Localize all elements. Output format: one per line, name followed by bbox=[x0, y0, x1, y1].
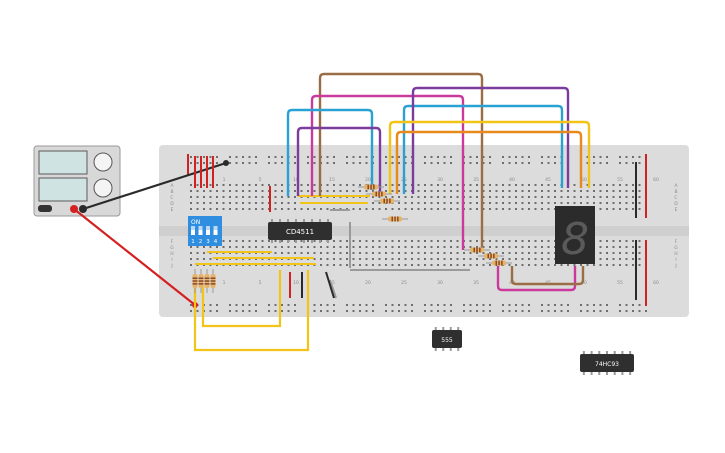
dip-toggle-knob bbox=[213, 226, 218, 230]
row-letter: H bbox=[674, 251, 677, 257]
column-number-bottom: 55 bbox=[617, 280, 623, 286]
resistor[interactable] bbox=[192, 269, 198, 293]
dip-position-label: 3 bbox=[206, 239, 210, 245]
dip-toggle-knob bbox=[191, 226, 195, 230]
resistor[interactable] bbox=[358, 184, 384, 190]
column-number-bottom: 60 bbox=[653, 280, 659, 286]
resistor[interactable] bbox=[374, 198, 400, 204]
supply-wires[interactable] bbox=[73, 160, 229, 308]
rail-markers bbox=[187, 154, 647, 306]
chip-74hc93[interactable]: 74HC93 bbox=[580, 354, 634, 372]
red-jumper-bundle[interactable] bbox=[194, 156, 271, 212]
row-letter: C bbox=[170, 195, 173, 201]
bottom-loop-wires[interactable] bbox=[193, 270, 310, 352]
column-number-bottom: 10 bbox=[293, 280, 299, 286]
resistor[interactable] bbox=[204, 269, 210, 293]
chip-555-label: 555 bbox=[441, 337, 453, 344]
column-number-bottom: 50 bbox=[581, 280, 587, 286]
row-letter: A bbox=[170, 183, 174, 189]
gray-jumpers[interactable] bbox=[329, 209, 470, 299]
display-digit: 8 bbox=[561, 214, 589, 265]
row-letter: E bbox=[171, 207, 174, 213]
dip-toggle[interactable] bbox=[198, 226, 203, 235]
column-number-top: 20 bbox=[365, 177, 371, 183]
column-number-bottom: 20 bbox=[365, 280, 371, 286]
column-number-bottom: 1 bbox=[223, 280, 226, 286]
dip-switch-on-label: ON bbox=[191, 219, 200, 226]
chip-cd4511[interactable]: CD4511 bbox=[268, 222, 332, 240]
chip-pins bbox=[271, 219, 632, 375]
dip-toggle[interactable] bbox=[213, 226, 218, 235]
column-numbers: 1155101015152020252530303535404045455050… bbox=[223, 177, 659, 286]
row-letter: F bbox=[675, 239, 678, 245]
column-number-top: 10 bbox=[293, 177, 299, 183]
column-number-top: 5 bbox=[259, 177, 262, 183]
row-letter: C bbox=[674, 195, 677, 201]
row-letter: D bbox=[170, 201, 174, 207]
chip-74hc93-label: 74HC93 bbox=[595, 361, 619, 368]
row-letter: B bbox=[170, 189, 173, 195]
column-number-top: 30 bbox=[437, 177, 443, 183]
dip-position-label: 1 bbox=[191, 239, 195, 245]
resistor[interactable] bbox=[478, 253, 504, 259]
row-letter: H bbox=[170, 251, 173, 257]
dip-toggle[interactable] bbox=[206, 226, 210, 235]
dip-position-label: 4 bbox=[214, 239, 218, 245]
power-supply[interactable] bbox=[33, 145, 121, 217]
black-jumpers[interactable] bbox=[301, 271, 335, 299]
row-letter: E bbox=[675, 207, 678, 213]
dip-toggle-knob bbox=[198, 226, 203, 230]
resistor[interactable] bbox=[382, 216, 408, 222]
chip-cd4511-label: CD4511 bbox=[286, 228, 314, 236]
dip-toggle[interactable] bbox=[191, 226, 195, 235]
column-number-bottom: 30 bbox=[437, 280, 443, 286]
row-letter: J bbox=[674, 263, 676, 269]
dip-toggle-knob bbox=[206, 226, 210, 230]
column-number-top: 35 bbox=[473, 177, 479, 183]
column-number-bottom: 35 bbox=[473, 280, 479, 286]
resistor[interactable] bbox=[486, 260, 512, 266]
chip-555[interactable]: 555 bbox=[432, 330, 462, 348]
row-letter: G bbox=[170, 245, 174, 251]
column-number-bottom: 5 bbox=[259, 280, 262, 286]
resistor[interactable] bbox=[210, 269, 216, 293]
column-number-bottom: 25 bbox=[401, 280, 407, 286]
resistor[interactable] bbox=[464, 247, 490, 253]
row-letter: G bbox=[674, 245, 678, 251]
row-letter: A bbox=[674, 183, 678, 189]
row-letter: F bbox=[171, 239, 174, 245]
resistor[interactable] bbox=[366, 191, 392, 197]
column-number-top: 45 bbox=[545, 177, 551, 183]
row-letter: B bbox=[674, 189, 677, 195]
breadboard[interactable]: 1155101015152020252530303535404045455050… bbox=[159, 145, 689, 317]
resistors[interactable] bbox=[192, 184, 513, 294]
row-letter: I bbox=[675, 257, 676, 263]
dip-position-label: 2 bbox=[199, 239, 203, 245]
column-number-top: 55 bbox=[617, 177, 623, 183]
column-number-top: 50 bbox=[581, 177, 587, 183]
arch-wires[interactable] bbox=[286, 72, 591, 296]
seven-segment-display[interactable]: 8 bbox=[555, 206, 595, 265]
column-number-top: 40 bbox=[509, 177, 515, 183]
column-number-bottom: 15 bbox=[329, 280, 335, 286]
resistor[interactable] bbox=[198, 269, 204, 293]
row-letter: J bbox=[170, 263, 172, 269]
row-letter: D bbox=[674, 201, 678, 207]
column-number-top: 60 bbox=[653, 177, 659, 183]
column-number-top: 15 bbox=[329, 177, 335, 183]
column-number-top: 1 bbox=[223, 177, 226, 183]
row-letter: I bbox=[171, 257, 172, 263]
yellow-jumpers[interactable] bbox=[195, 195, 370, 265]
